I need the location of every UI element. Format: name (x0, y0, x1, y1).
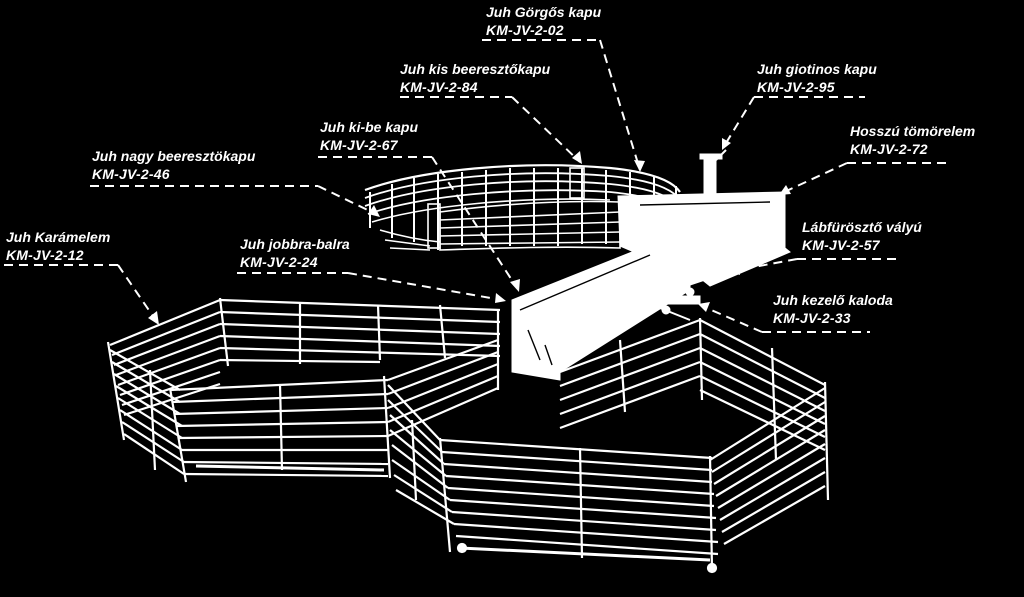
label-code: KM-JV-2-95 (757, 79, 835, 95)
label-name: Juh Karámelem (6, 229, 111, 245)
label-kezelo-kaloda: Juh kezelő kaloda KM-JV-2-33 (773, 291, 893, 327)
label-code: KM-JV-2-46 (92, 166, 170, 182)
handling-chute (511, 149, 791, 381)
label-giotinos-kapu: Juh giotinos kapu KM-JV-2-95 (757, 60, 877, 96)
label-name: Juh jobbra-balra (240, 236, 350, 252)
label-jobbra-balra: Juh jobbra-balra KM-JV-2-24 (240, 235, 350, 271)
label-labfuroszto: Lábfürösztő vályú KM-JV-2-57 (802, 218, 922, 254)
label-code: KM-JV-2-57 (802, 237, 880, 253)
label-code: KM-JV-2-33 (773, 310, 851, 326)
label-name: Juh kis beeresztőkapu (400, 61, 551, 77)
round-pen (364, 164, 681, 251)
label-code: KM-JV-2-67 (320, 137, 398, 153)
label-code: KM-JV-2-12 (6, 247, 84, 263)
label-kis-beereszto: Juh kis beeresztőkapu KM-JV-2-84 (400, 60, 550, 96)
leader-arrowheads (148, 138, 791, 325)
label-code: KM-JV-2-72 (850, 141, 928, 157)
label-name: Juh kezelő kaloda (773, 292, 893, 308)
label-hosszu-tomorelem: Hosszú tömörelem KM-JV-2-72 (850, 122, 975, 158)
label-name: Juh giotinos kapu (757, 61, 877, 77)
label-name: Lábfürösztő vályú (802, 219, 922, 235)
leader-lines (4, 39, 950, 333)
label-code: KM-JV-2-24 (240, 254, 318, 270)
label-code: KM-JV-2-02 (486, 22, 564, 38)
label-code: KM-JV-2-84 (400, 79, 478, 95)
label-gorgos-kapu: Juh Görgős kapu KM-JV-2-02 (486, 3, 601, 39)
label-name: Juh Görgős kapu (486, 4, 602, 20)
label-ki-be-kapu: Juh ki-be kapu KM-JV-2-67 (320, 118, 418, 154)
label-karamelem: Juh Karámelem KM-JV-2-12 (6, 228, 110, 264)
label-name: Hosszú tömörelem (850, 123, 976, 139)
label-name: Juh nagy beeresztökapu (92, 148, 256, 164)
left-pen (106, 297, 501, 483)
chute-edges (519, 201, 771, 366)
label-name: Juh ki-be kapu (320, 119, 419, 135)
right-pen (387, 317, 830, 574)
label-nagy-beereszto: Juh nagy beeresztökapu KM-JV-2-46 (92, 147, 255, 183)
